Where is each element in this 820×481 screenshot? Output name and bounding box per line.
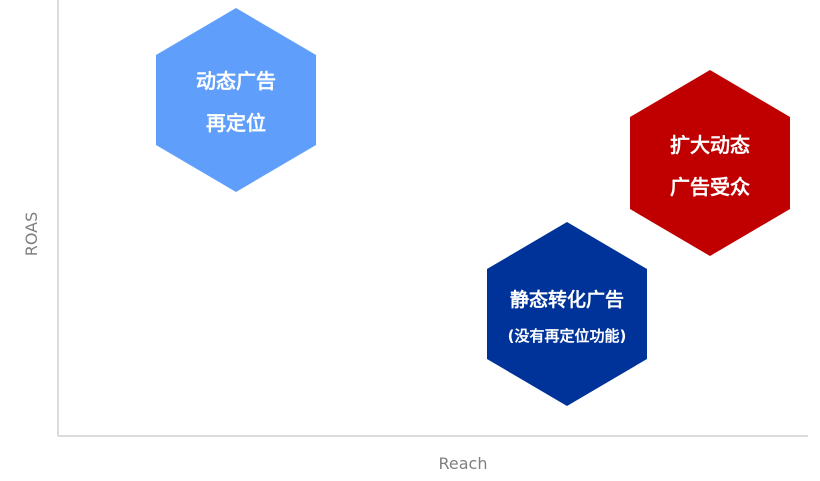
hex-label-line-1: 动态广告 [196,69,276,93]
hex-label-line-2: 广告受众 [670,175,750,199]
y-axis-label: ROAS [22,212,41,257]
hex-label-line-1: 静态转化广告 [510,288,624,311]
hex-label-line-1: 扩大动态 [670,133,750,157]
hex-shape-static-conversion [487,222,647,406]
hex-shape-dynamic-retargeting [156,8,316,192]
hex-node-expand-dynamic-audience: 扩大动态 广告受众 [630,70,790,256]
hex-node-dynamic-retargeting: 动态广告 再定位 [156,8,316,192]
x-axis-label: Reach [439,454,488,473]
hex-shape-expand-dynamic-audience [630,70,790,256]
hex-label-line-2: 再定位 [206,111,266,135]
hex-label-line-2: (没有再定位功能) [508,327,627,345]
hex-node-static-conversion: 静态转化广告 (没有再定位功能) [487,222,647,406]
